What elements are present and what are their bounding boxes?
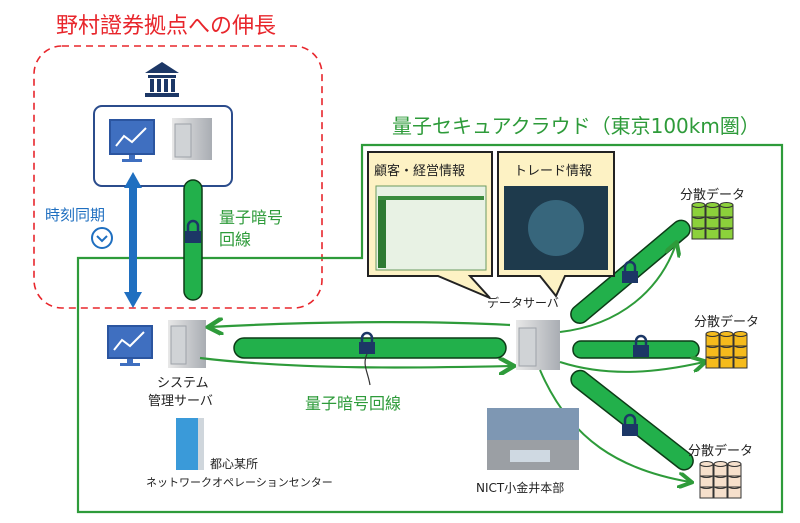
time-sync-arrow xyxy=(124,172,142,308)
lock-icon xyxy=(359,331,375,354)
database-stack-yellow xyxy=(705,331,748,369)
data-flow-arrow xyxy=(559,244,676,333)
server-icon xyxy=(172,118,212,160)
database-cylinder-top xyxy=(727,461,742,467)
database-cylinder-top xyxy=(705,331,720,337)
distributed-data-label-3: 分散データ xyxy=(688,444,754,459)
nict-label: NICT小金井本部 xyxy=(476,481,565,495)
database-cylinder-top xyxy=(699,461,714,467)
data-flow-arrow xyxy=(539,369,690,482)
cloud-title: 量子セキュアクラウド（東京100km圏） xyxy=(392,114,760,138)
database-stack-green xyxy=(691,202,734,240)
qkd-label-vertical-1: 量子暗号 xyxy=(219,208,284,227)
database-cylinder-top xyxy=(691,202,706,208)
database-cylinder-top xyxy=(713,461,728,467)
extension-title: 野村證券拠点への伸長 xyxy=(56,14,277,39)
lock-icon xyxy=(185,219,201,243)
noc-label-1: 都心某所 xyxy=(210,457,259,471)
office-building-icon xyxy=(176,418,204,470)
bubble-trade-label: トレード情報 xyxy=(514,164,593,179)
lock-icon xyxy=(622,260,638,283)
extension-boundary xyxy=(33,45,323,309)
bubble-trade xyxy=(497,151,615,298)
bubble-customer xyxy=(367,151,493,299)
lock-icon xyxy=(622,413,638,436)
database-cylinder-top xyxy=(733,331,748,337)
lock-icon xyxy=(633,334,649,357)
bank-icon xyxy=(145,62,179,97)
distributed-data-label-1: 分散データ xyxy=(680,188,746,203)
noc-label-2: ネットワークオペレーションセンター xyxy=(146,476,333,489)
qkd-label-vertical-2: 回線 xyxy=(219,230,252,249)
data-server-icon xyxy=(516,320,560,370)
distributed-data-label-2: 分散データ xyxy=(694,315,760,330)
data-flow-arrow xyxy=(210,322,511,327)
qkd-label-horizontal: 量子暗号回線 xyxy=(305,394,402,413)
data-flow-arrow xyxy=(199,356,512,368)
monitor-icon xyxy=(107,325,153,366)
system-server-label-2: 管理サーバ xyxy=(148,394,213,409)
bubble-customer-label: 顧客・経営情報 xyxy=(374,164,466,179)
monitor-icon xyxy=(109,119,155,162)
time-sync-label: 時刻同期 xyxy=(45,206,106,224)
database-cylinder-top xyxy=(719,202,734,208)
database-stack-peach xyxy=(699,461,742,499)
database-cylinder-top xyxy=(719,331,734,337)
nict-photo xyxy=(487,408,579,470)
clock-icon xyxy=(91,227,113,249)
database-cylinder-top xyxy=(705,202,720,208)
callout-line xyxy=(364,353,371,386)
data-server-label: データサーバ xyxy=(487,296,559,310)
cloud-boundary xyxy=(76,143,784,514)
system-server-label-1: システム xyxy=(157,376,209,391)
qkd-pipe-lower xyxy=(570,369,694,471)
data-flow-arrow xyxy=(559,362,704,373)
system-server-icon xyxy=(168,320,206,368)
